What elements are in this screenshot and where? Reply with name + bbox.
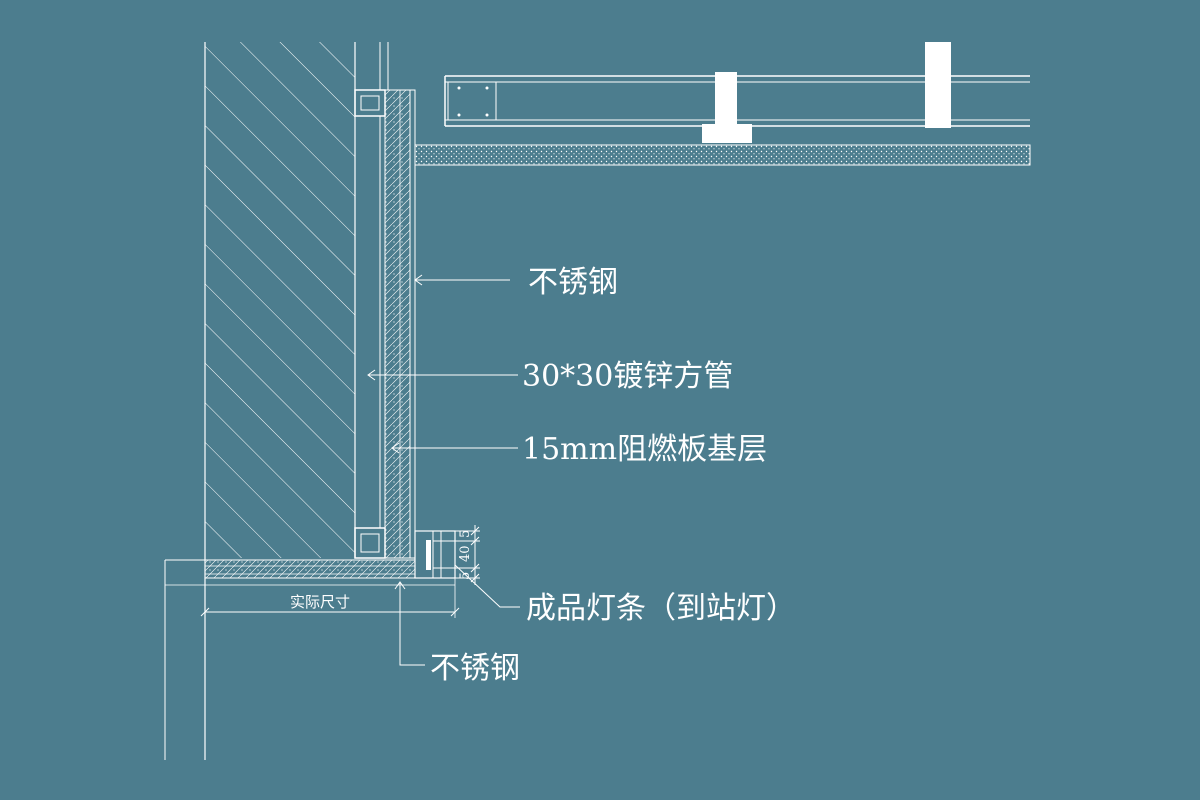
label-square-tube: 30*30镀锌方管 <box>522 359 733 394</box>
dim-5-bottom: 5 <box>458 572 473 580</box>
vertical-fire-board <box>384 89 416 559</box>
callout-fire-board: 15mm阻燃板基层 <box>391 432 767 467</box>
square-tube-top <box>354 89 386 117</box>
label-light-strip: 成品灯条（到站灯） <box>526 591 796 626</box>
label-stainless-top: 不锈钢 <box>528 265 618 300</box>
label-fire-board: 15mm阻燃板基层 <box>522 432 767 467</box>
dimension-stack: 5 40 5 <box>455 525 480 585</box>
callout-light-strip: 成品灯条（到站灯） <box>454 564 796 626</box>
actual-size-label: 实际尺寸 <box>290 593 350 611</box>
light-strip-profile <box>414 530 456 579</box>
wall-gap-lines <box>379 42 389 528</box>
concrete-wall <box>164 42 356 760</box>
hanger-block-2 <box>925 42 951 128</box>
dim-40: 40 <box>458 545 473 562</box>
callout-stainless-top: 不锈钢 <box>414 265 618 300</box>
hanger-block-1 <box>702 72 752 143</box>
square-tube-bottom <box>354 527 386 559</box>
callout-stainless-bottom: 不锈钢 <box>394 581 520 686</box>
dim-5-top: 5 <box>458 530 473 538</box>
label-stainless-bottom: 不锈钢 <box>430 651 520 686</box>
actual-size-dimension: 实际尺寸 <box>165 578 460 618</box>
ceiling-board <box>414 144 1031 166</box>
callout-square-tube: 30*30镀锌方管 <box>367 359 733 394</box>
bottom-board <box>204 559 416 579</box>
